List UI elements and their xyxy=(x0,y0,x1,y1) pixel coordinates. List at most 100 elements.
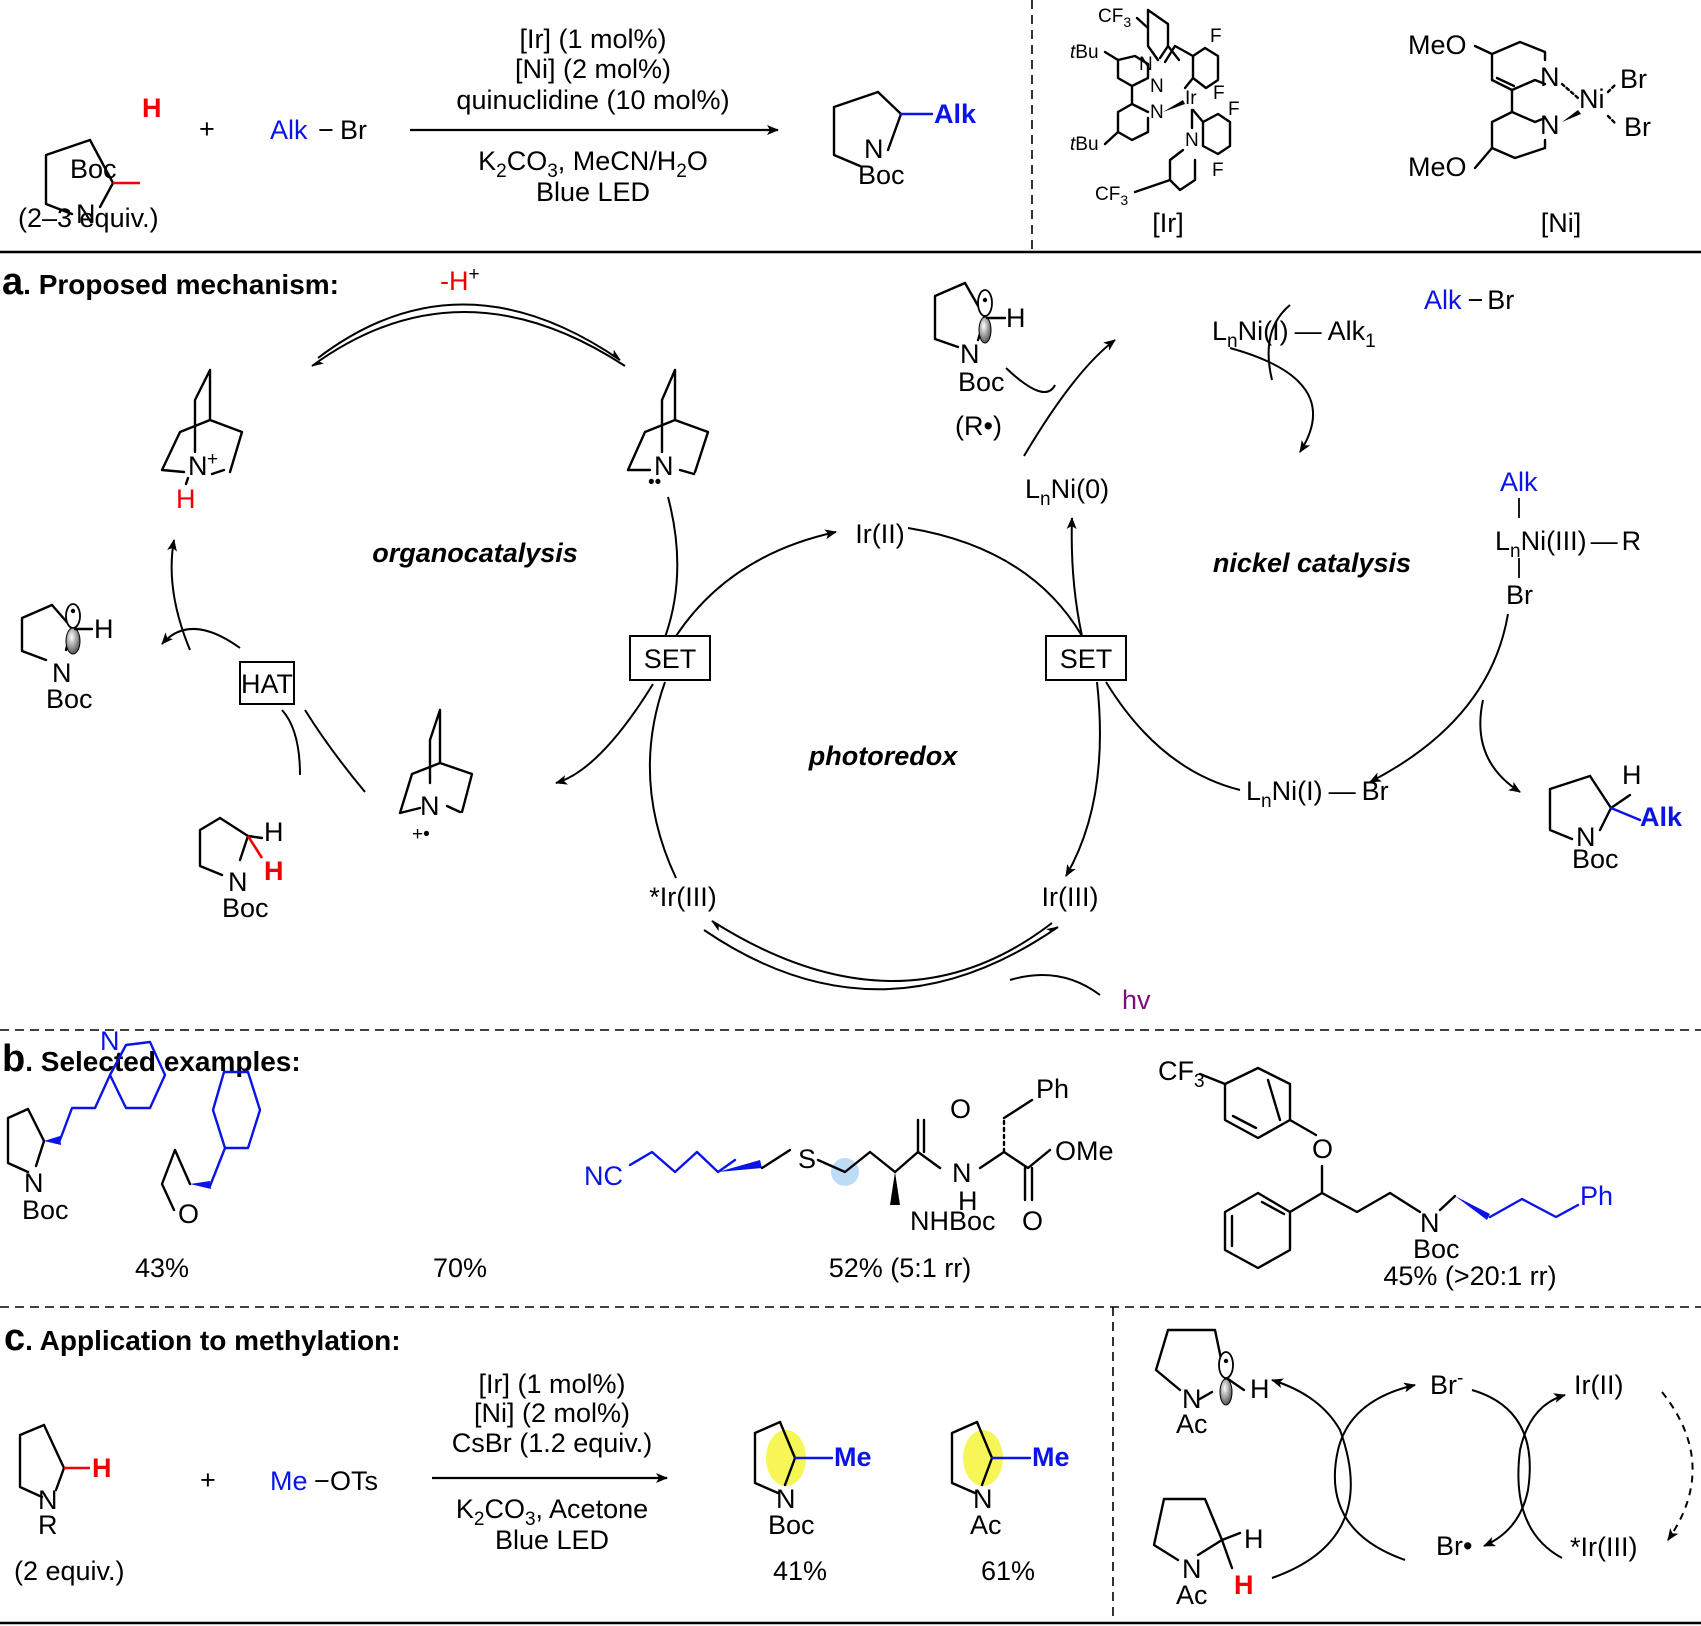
br-label: Br xyxy=(340,115,367,145)
pyridine-n: N xyxy=(100,1026,120,1056)
condition-ni: [Ni] (2 mol%) xyxy=(515,54,671,84)
example-4-fluoxetine-derivative: CF3 O N Boc Ph 45% (>20:1 rr) xyxy=(1158,1056,1613,1291)
phenyl-label: Ph xyxy=(1580,1181,1613,1211)
r-group: R xyxy=(38,1510,58,1540)
n-acetyl-pyrrolidine: H H N Ac xyxy=(1152,1497,1264,1610)
methyl-label: Me xyxy=(834,1442,872,1472)
atom-h: H xyxy=(94,614,114,644)
reaction-arrow-top: [Ir] (1 mol%) [Ni] (2 mol%) quinuclidine… xyxy=(410,24,779,207)
protecting-group: Ac xyxy=(970,1510,1002,1540)
cycle-label-photoredox: photoredox xyxy=(808,741,958,771)
atom-n: N xyxy=(864,134,884,164)
set-label: SET xyxy=(644,644,697,674)
excited-ir-iii-species: *Ir(III) xyxy=(649,882,717,912)
reactive-hydrogen: H xyxy=(92,1453,112,1483)
alpha-amino-radical-top: H N Boc (R•) xyxy=(933,281,1026,441)
methoxy-bottom: MeO xyxy=(1408,152,1467,182)
bromide-relay-inset: H N Ac H H N Ac Br- Br• Ir(II) *Ir(III) xyxy=(1152,1328,1694,1610)
cf3-label: CF3 xyxy=(1158,1056,1205,1092)
protecting-group: Boc xyxy=(46,684,93,714)
example-2-cyclohexylmethyl-oxetane: O 70% xyxy=(160,1070,487,1283)
atom-h: H xyxy=(1244,1524,1264,1554)
deprotonation-label: -H+ xyxy=(440,264,480,296)
atom-n: N xyxy=(973,1484,993,1514)
radical-cation-charge: +• xyxy=(412,824,430,845)
protecting-group: Boc xyxy=(70,154,117,184)
alkylated-product: H Alk N Boc xyxy=(1548,760,1683,874)
yield-label: 41% xyxy=(773,1556,827,1586)
atom-n: N xyxy=(1540,62,1560,92)
substrate-pyrrolidine: N Boc H (2–3 equiv.) xyxy=(18,93,162,233)
ni3-center: LnNi(III)—R xyxy=(1495,526,1641,562)
set-box-right: SET xyxy=(1045,635,1127,681)
pyrrolidine-substrate-bottom: H H N Boc xyxy=(198,816,284,923)
reactive-hydrogen: H xyxy=(142,93,162,123)
set-label: SET xyxy=(1060,644,1113,674)
atom-f: F xyxy=(1228,99,1240,120)
ester-ome: OMe xyxy=(1055,1136,1114,1166)
condition-ir: [Ir] (1 mol%) xyxy=(519,24,666,54)
section-a-title: a. Proposed mechanism: xyxy=(2,261,339,303)
atom-f: F xyxy=(1212,160,1224,181)
top-reaction-scheme: N Boc H (2–3 equiv.) + Alk − Br [Ir] (1 … xyxy=(18,24,977,233)
cf3-top: CF3 xyxy=(1098,6,1131,30)
quinuclidine-radical-cation: N +• xyxy=(398,708,474,845)
charge-plus: + xyxy=(207,449,218,470)
section-b-title: b. Selected examples: xyxy=(2,1038,301,1080)
quinuclidinium-ion: N + H xyxy=(160,368,244,514)
alpha-amino-radical-left: H N Boc xyxy=(20,603,114,714)
light-hv: hv xyxy=(1122,985,1151,1015)
condition-quinuclidine: quinuclidine (10 mol%) xyxy=(456,85,729,115)
abstracted-hydrogen: H xyxy=(264,856,284,886)
atom-n: N xyxy=(24,1168,44,1198)
set-box-left: SET xyxy=(629,635,711,681)
ir-catalyst-label: [Ir] xyxy=(1152,208,1184,238)
bromide: Br xyxy=(1624,112,1651,142)
cycle-label-organocatalysis: organocatalysis xyxy=(372,538,578,568)
equivalents-label: (2–3 equiv.) xyxy=(18,203,159,233)
protecting-group: Boc xyxy=(1413,1234,1460,1264)
atom-n: N xyxy=(76,199,96,229)
section-a-header: a. Proposed mechanism: -H+ xyxy=(2,261,480,303)
condition-ir: [Ir] (1 mol%) xyxy=(478,1369,625,1399)
abstracted-hydrogen: H xyxy=(1234,1570,1254,1600)
bromide: Br xyxy=(1620,64,1647,94)
nickel-cycle: LnNi(0) LnNi(I)—Alk1 Alk−Br Alk LnNi(III… xyxy=(1005,285,1641,812)
atom-h: H xyxy=(1250,1374,1270,1404)
yield-label: 43% xyxy=(135,1253,189,1283)
equivalents-label: (2 equiv.) xyxy=(14,1556,125,1586)
alk-label: Alk xyxy=(1500,467,1538,497)
acetyl-label: Ac xyxy=(1176,1580,1208,1610)
condition-ni: [Ni] (2 mol%) xyxy=(474,1398,630,1428)
methoxy-top: MeO xyxy=(1408,30,1467,60)
atom-s: S xyxy=(798,1144,816,1174)
radical-label: (R•) xyxy=(955,411,1002,441)
methylation-substrate: H N R (2 equiv.) xyxy=(14,1423,125,1586)
atom-h: H xyxy=(1006,303,1026,333)
br-label: Br xyxy=(1506,580,1533,610)
ni1-bromide-species: LnNi(I)—Br xyxy=(1246,776,1389,812)
cf3-bottom: CF3 xyxy=(1095,184,1128,208)
atom-n: N xyxy=(654,451,674,481)
section-c-title: c. Application to methylation: xyxy=(4,1317,401,1359)
metal-ir: Ir xyxy=(1185,88,1197,109)
yield-label: 45% (>20:1 rr) xyxy=(1383,1261,1556,1291)
atom-n: N xyxy=(38,1485,58,1515)
atom-n: N xyxy=(1139,54,1153,75)
lone-pair: •• xyxy=(648,472,661,493)
plus-sign: + xyxy=(199,114,215,144)
atom-n: N xyxy=(1150,76,1164,97)
condition-csbr: CsBr (1.2 equiv.) xyxy=(452,1428,653,1458)
methylated-product-boc: Me N Boc 41% xyxy=(753,1420,872,1586)
tbu-top: tBu xyxy=(1070,42,1099,63)
alk-label: Alk xyxy=(270,115,308,145)
organocatalysis-cycle: organocatalysis xyxy=(161,496,679,793)
ni0-species: LnNi(0) xyxy=(1025,474,1109,510)
yield-label: 61% xyxy=(981,1556,1035,1586)
atom-n: N xyxy=(52,658,72,688)
phenyl-label: Ph xyxy=(1036,1074,1069,1104)
ir-ii-species: Ir(II) xyxy=(1574,1370,1623,1400)
protecting-group: Boc xyxy=(768,1510,815,1540)
methyl-tosylate-reagent: Me − OTs xyxy=(270,1466,378,1496)
